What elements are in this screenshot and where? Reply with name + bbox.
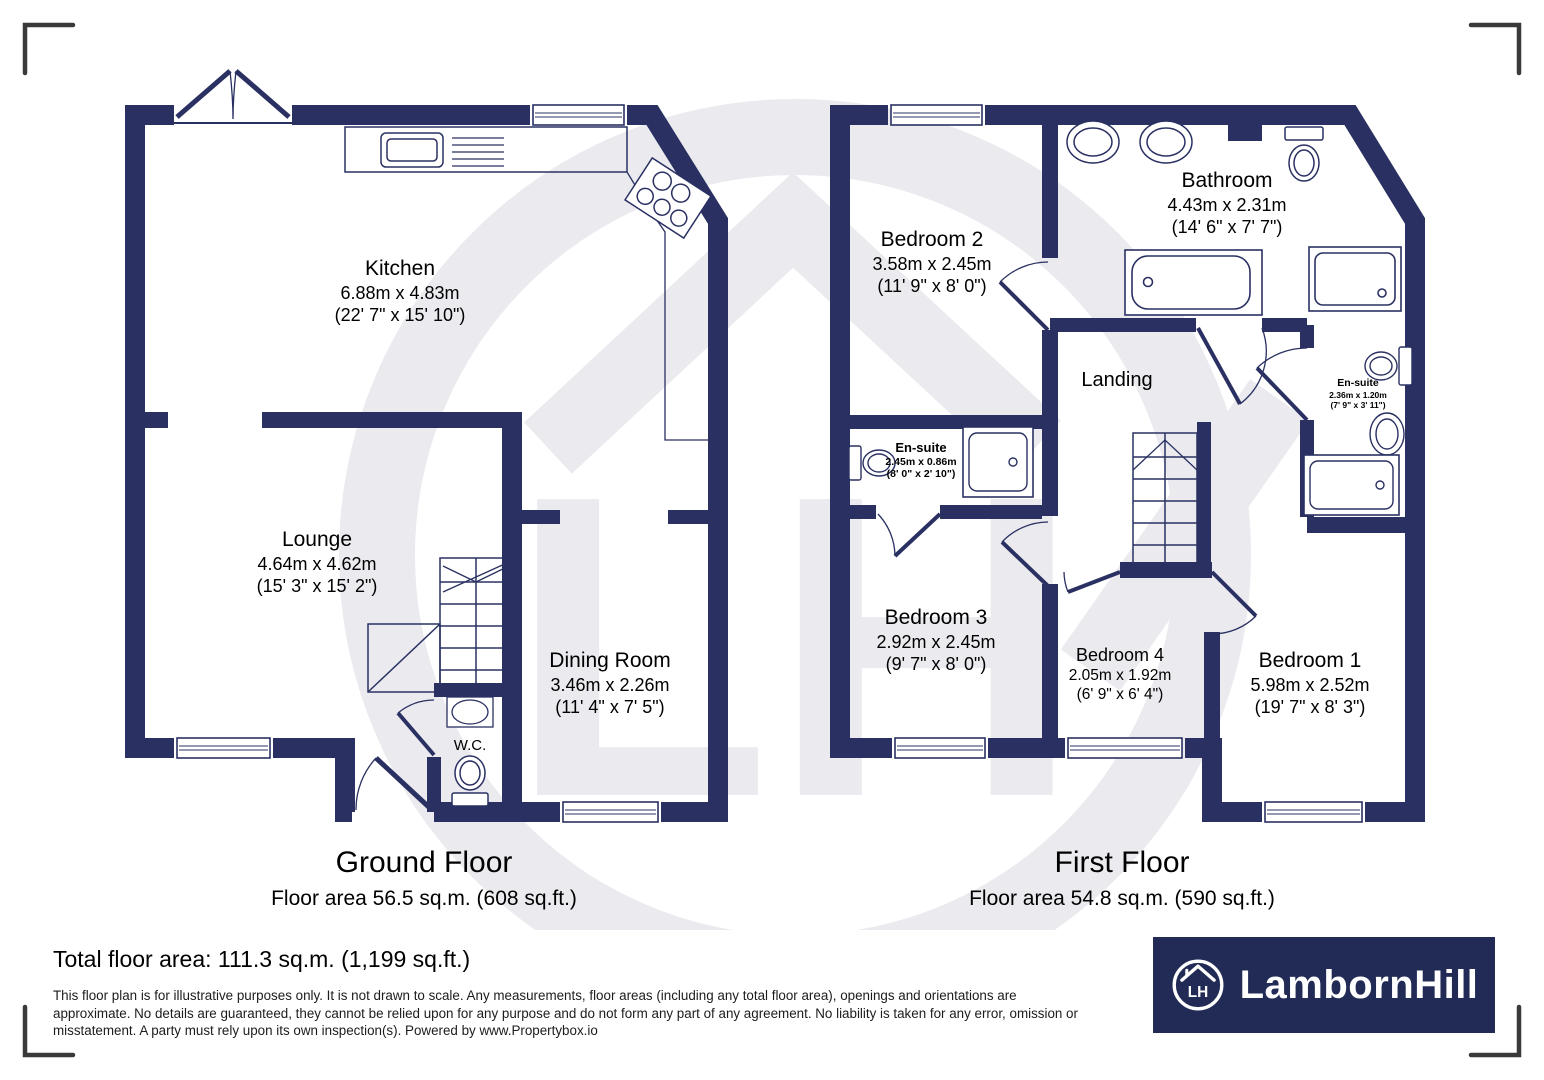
disclaimer-text: This floor plan is for illustrative purp…	[53, 988, 1078, 1039]
corner-marks	[22, 22, 1522, 1058]
wc-toilet-icon	[451, 755, 489, 807]
first-floor-title-block: First Floor Floor area 54.8 sq.m. (590 s…	[969, 846, 1275, 911]
room-name: Bedroom 1	[1258, 649, 1362, 672]
room-name: En-suite	[895, 440, 947, 455]
room-name: Bedroom 4	[1075, 645, 1165, 665]
room-label-kitchen: Kitchen 6.88m x 4.83m (22' 7" x 15' 10")	[335, 256, 466, 327]
room-dim-m: 3.46m x 2.26m	[550, 675, 670, 696]
ground-staircase	[367, 557, 513, 693]
room-name: Bathroom	[1181, 169, 1273, 192]
room-dim-ft: (19' 7" x 8' 3")	[1254, 697, 1366, 718]
room-dim-m: 4.64m x 4.62m	[257, 554, 377, 575]
ground-windows	[176, 104, 659, 823]
room-name: Bedroom 2	[880, 228, 984, 251]
first-floor-doors	[877, 261, 1309, 635]
room-dim-m: 5.98m x 2.52m	[1250, 675, 1370, 696]
lambornhill-logo: LH LambornHill	[1153, 937, 1495, 1033]
ground-floor-title-block: Ground Floor Floor area 56.5 sq.m. (608 …	[271, 846, 577, 911]
room-label-bedroom-4: Bedroom 4 2.05m x 1.92m (6' 9" x 6' 4")	[1069, 645, 1172, 705]
monogram-text: LH	[1187, 984, 1208, 1001]
room-dim-m: 2.36m x 1.20m	[1329, 389, 1387, 400]
room-label-dining-room: Dining Room 3.46m x 2.26m (11' 4" x 7' 5…	[549, 648, 670, 719]
room-dim-ft: (15' 3" x 15' 2")	[256, 576, 378, 597]
room-dim-m: 6.88m x 4.83m	[340, 283, 460, 304]
room-label-bedroom-2: Bedroom 2 3.58m x 2.45m (11' 9" x 8' 0")	[872, 227, 991, 298]
room-dim-ft: (11' 9" x 8' 0")	[877, 276, 987, 297]
room-dim-ft: (9' 7" x 8' 0")	[885, 654, 987, 675]
ensuite-right-fixtures	[1303, 346, 1413, 516]
logo-wordmark: LambornHill	[1239, 962, 1479, 1007]
room-label-landing: Landing	[1081, 369, 1153, 391]
room-dim-m: 3.58m x 2.45m	[872, 254, 992, 275]
room-name: Lounge	[281, 528, 353, 551]
total-floor-area: Total floor area: 111.3 sq.m. (1,199 sq.…	[53, 946, 471, 972]
kitchen-sink-icon	[380, 132, 504, 168]
room-name: Kitchen	[364, 257, 436, 280]
room-dim-m: 2.45m x 0.86m	[885, 455, 957, 468]
room-dim-ft: (6' 9" x 6' 4")	[1076, 685, 1164, 703]
ensuite-left-fixtures	[848, 426, 1034, 498]
hob-icon	[623, 156, 713, 240]
bathroom-shower-icon	[1308, 246, 1402, 312]
bathtub-icon	[1124, 249, 1263, 316]
first-floor-title: First Floor	[1054, 846, 1190, 879]
room-dim-ft: (11' 4" x 7' 5")	[555, 697, 665, 718]
room-dim-m: 2.05m x 1.92m	[1068, 666, 1172, 684]
room-dim-ft: (22' 7" x 15' 10")	[334, 305, 466, 326]
room-label-bedroom-1: Bedroom 1 5.98m x 2.52m (19' 7" x 8' 3")	[1250, 648, 1369, 719]
room-label-wc: W.C.	[453, 737, 487, 754]
room-dim-ft: (14' 6" x 7' 7")	[1171, 217, 1283, 238]
room-label-bedroom-3: Bedroom 3 2.92m x 2.45m (9' 7" x 8' 0")	[876, 605, 995, 676]
room-label-bathroom: Bathroom 4.43m x 2.31m (14' 6" x 7' 7")	[1167, 168, 1286, 239]
room-label-lounge: Lounge 4.64m x 4.62m (15' 3" x 15' 2")	[257, 527, 378, 598]
room-label-ensuite-right: En-suite 2.36m x 1.20m (7' 9" x 3' 11")	[1329, 377, 1387, 410]
house-monogram-icon: LH	[1172, 959, 1224, 1011]
ground-floor-area: Floor area 56.5 sq.m. (608 sq.ft.)	[271, 887, 577, 910]
room-label-ensuite-left: En-suite 2.45m x 0.86m (8' 0" x 2' 10")	[885, 440, 956, 481]
first-floor-area: Floor area 54.8 sq.m. (590 sq.ft.)	[969, 887, 1275, 910]
bathroom-basin-icons	[1066, 120, 1193, 164]
room-dim-m: 4.43m x 2.31m	[1167, 195, 1287, 216]
first-windows	[890, 104, 1363, 823]
room-name: Dining Room	[549, 649, 671, 672]
wc-basin-icon	[446, 696, 494, 728]
first-staircase	[1132, 432, 1198, 571]
room-dim-ft: (7' 9" x 3' 11")	[1330, 399, 1386, 410]
ground-floor-title: Ground Floor	[335, 846, 513, 879]
room-name: En-suite	[1337, 377, 1379, 389]
ground-floor-doors	[174, 69, 436, 812]
bathroom-toilet-icon	[1284, 126, 1324, 182]
room-name: Bedroom 3	[884, 606, 988, 629]
room-dim-ft: (8' 0" x 2' 10")	[886, 468, 956, 481]
room-dim-m: 2.92m x 2.45m	[876, 632, 996, 653]
